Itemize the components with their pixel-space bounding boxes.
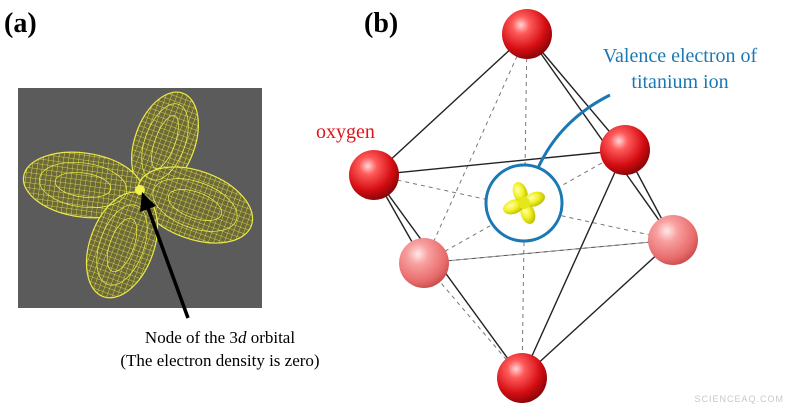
oxygen-atom-left (349, 150, 399, 200)
oxygen-atom-right-back (600, 125, 650, 175)
oxygen-atom-bottom (497, 353, 547, 403)
oxygen-label: oxygen (316, 121, 375, 143)
orbital-lobe-right (136, 166, 254, 244)
titanium-valence-orbital (484, 163, 564, 243)
panel-b-label: (b) (364, 8, 398, 39)
valence-label-line1: Valence electron of (603, 45, 758, 67)
oxygen-atom-top (502, 9, 552, 59)
panel-a-label: (a) (4, 8, 37, 39)
valence-label-line2: titanium ion (631, 71, 728, 93)
valence-callout-line (536, 93, 611, 169)
node-caption-line2: (The electron density is zero) (120, 351, 319, 370)
node-arrow (140, 192, 190, 319)
watermark: SCIENCEAQ.COM (694, 394, 784, 404)
octahedron-visible-edges (373, 33, 674, 379)
d-orbital-mesh (22, 91, 254, 299)
oxygen-atom-left-front (399, 238, 449, 288)
oxygen-atom-right-front (648, 215, 698, 265)
node-caption-line1: Node of the 3d orbital (145, 328, 295, 347)
